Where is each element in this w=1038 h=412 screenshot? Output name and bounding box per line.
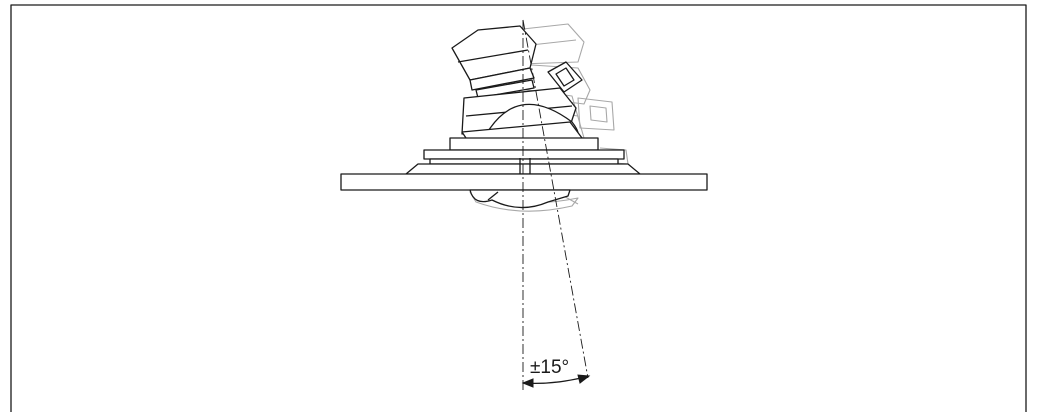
device-main	[340, 25, 708, 209]
arrowhead-right	[577, 374, 591, 384]
flange	[340, 173, 708, 191]
tilted-axis	[522, 19, 589, 379]
angle-label: ±15°	[530, 357, 569, 378]
angle-dimension: ±15°	[521, 357, 591, 388]
mount-plate	[423, 149, 625, 160]
ghost-side-box	[577, 97, 615, 131]
mount-top-plate	[449, 137, 599, 151]
mount-rim	[429, 158, 619, 165]
device-connector	[547, 61, 583, 93]
device-collar	[469, 67, 535, 91]
drawing-border	[10, 4, 1027, 412]
arrowhead-left	[521, 378, 534, 388]
